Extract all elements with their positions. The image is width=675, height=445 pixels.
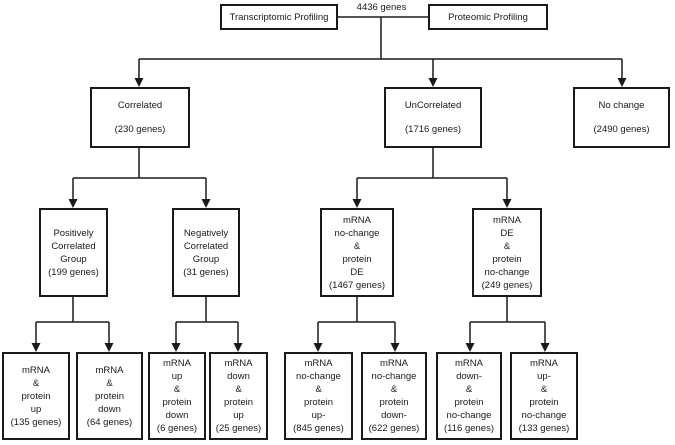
node-line: down <box>165 410 189 421</box>
node-line: DE <box>350 266 364 278</box>
node-line: up <box>171 371 183 382</box>
node-line: protein <box>529 397 559 408</box>
node-line: & <box>353 240 361 252</box>
node-count: (249 genes) <box>481 279 533 291</box>
node-count: (31 genes) <box>183 266 229 278</box>
node-mrna-protein-up: mRNA & protein up (135 genes) <box>2 352 70 440</box>
node-line: no-change <box>371 371 417 382</box>
node-line: & <box>173 384 181 395</box>
node-label: UnCorrelated <box>404 100 462 112</box>
node-count: (1716 genes) <box>405 123 461 135</box>
node-mrna-nochange-protein-de: mRNA no-change & protein DE (1467 genes) <box>320 208 394 297</box>
node-line: & <box>503 240 511 252</box>
node-line: mRNA <box>343 214 371 226</box>
node-line: mRNA <box>22 364 50 376</box>
node-line: mRNA <box>224 358 253 369</box>
node-line: no-change <box>521 410 567 421</box>
node-mrna-de-protein-nochange: mRNA DE & protein no-change (249 genes) <box>472 208 542 297</box>
node-count: (64 genes) <box>86 416 133 428</box>
node-line: down- <box>456 371 482 382</box>
node-line: mRNA <box>493 214 521 226</box>
node-line: mRNA <box>455 358 483 369</box>
node-mrna-protein-down: mRNA & protein down (64 genes) <box>76 352 143 440</box>
node-correlated: Correlated (230 genes) <box>90 87 190 148</box>
node-line: Group <box>192 253 220 265</box>
node-mrna-down-protein-nochange: mRNA down- & protein no-change (116 gene… <box>436 352 502 440</box>
node-line: no-change <box>446 410 492 421</box>
node-line: Correlated <box>51 240 96 252</box>
node-line: protein <box>162 397 192 408</box>
node-line: down <box>98 403 121 415</box>
node-mrna-down-protein-up: mRNA down & protein up (25 genes) <box>209 352 268 440</box>
node-positively-correlated-group: Positively Correlated Group (199 genes) <box>39 208 108 297</box>
node-line: mRNA <box>95 364 124 376</box>
node-line: protein <box>342 253 372 265</box>
node-line: protein <box>379 397 409 408</box>
node-mrna-up-protein-down: mRNA up & protein down (6 genes) <box>148 352 206 440</box>
node-count: (135 genes) <box>10 416 62 428</box>
node-count: (2490 genes) <box>593 123 650 135</box>
node-count: (116 genes) <box>444 423 494 434</box>
node-count: (230 genes) <box>114 123 166 135</box>
node-count: (133 genes) <box>518 423 570 434</box>
connector-trunks <box>36 16 622 323</box>
node-line: Group <box>60 253 87 265</box>
node-count: (25 genes) <box>215 423 262 434</box>
node-no-change: No change (2490 genes) <box>573 87 670 148</box>
node-mrna-up-protein-nochange: mRNA up- & protein no-change (133 genes) <box>510 352 578 440</box>
node-count: (199 genes) <box>48 266 99 278</box>
node-line: protein <box>223 397 254 408</box>
node-line: up- <box>311 410 326 421</box>
total-genes-label: 4436 genes <box>356 2 407 13</box>
node-line: & <box>32 377 40 389</box>
node-line: up- <box>537 371 551 382</box>
node-line: protein <box>303 397 334 408</box>
node-label: No change <box>598 100 645 112</box>
node-line: mRNA <box>530 358 558 369</box>
node-count: (845 genes) <box>293 423 344 434</box>
node-line: no-change <box>484 266 530 278</box>
node-count: (6 genes) <box>156 423 198 434</box>
node-line: & <box>106 377 113 389</box>
node-proteomic-profiling: Proteomic Profiling <box>428 4 548 30</box>
node-line: no-change <box>296 371 341 382</box>
node-line: & <box>390 384 398 395</box>
node-line: protein <box>21 390 51 402</box>
node-line: mRNA <box>163 358 191 369</box>
node-line: & <box>235 384 242 395</box>
node-label: Correlated <box>117 100 163 112</box>
node-line: Positively <box>53 227 94 239</box>
node-line: protein <box>492 253 522 265</box>
node-line: up <box>30 403 42 415</box>
node-line: Negatively <box>183 227 229 239</box>
node-negatively-correlated-group: Negatively Correlated Group (31 genes) <box>172 208 240 297</box>
node-line: & <box>540 384 548 395</box>
node-transcriptomic-profiling: Transcriptomic Profiling <box>220 4 338 30</box>
node-line: mRNA <box>304 358 333 369</box>
node-line: & <box>465 384 473 395</box>
node-count: (622 genes) <box>368 423 420 434</box>
node-uncorrelated: UnCorrelated (1716 genes) <box>384 87 482 148</box>
node-line: down- <box>381 410 407 421</box>
node-mrna-nochange-protein-down: mRNA no-change & protein down- (622 gene… <box>361 352 427 440</box>
connector-arrows <box>31 59 627 352</box>
node-line: & <box>315 384 322 395</box>
node-label: Transcriptomic Profiling <box>229 11 329 23</box>
node-line: Correlated <box>183 240 229 252</box>
node-line: down <box>227 371 250 382</box>
node-line: protein <box>94 390 125 402</box>
node-line: protein <box>454 397 484 408</box>
node-mrna-nochange-protein-up: mRNA no-change & protein up- (845 genes) <box>284 352 353 440</box>
node-label: Proteomic Profiling <box>448 11 528 23</box>
node-line: mRNA <box>380 358 408 369</box>
node-line: DE <box>500 227 514 239</box>
node-count: (1467 genes) <box>329 279 385 291</box>
node-line: up <box>233 410 244 421</box>
node-line: no-change <box>334 227 380 239</box>
